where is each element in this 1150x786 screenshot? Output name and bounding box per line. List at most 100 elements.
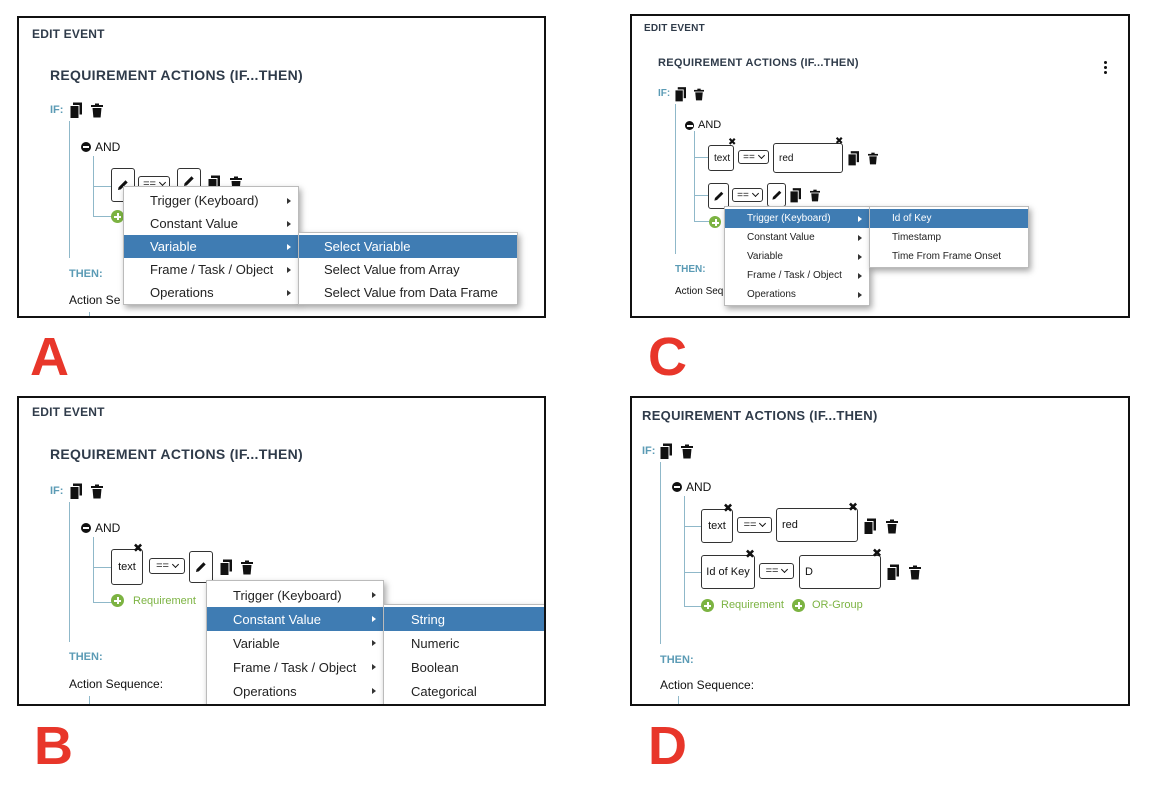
tree-line bbox=[89, 312, 90, 316]
menu-item-trigger-keyboard[interactable]: Trigger (Keyboard) bbox=[124, 189, 298, 212]
submenu-item-select-value-from-array[interactable]: Select Value from Array bbox=[324, 262, 460, 277]
trash-icon[interactable] bbox=[241, 560, 253, 575]
chevron-down-icon bbox=[158, 178, 166, 186]
variable-submenu: Select Variable Select Value from Array … bbox=[298, 232, 518, 305]
menu-item-constant-value[interactable]: Constant Value bbox=[725, 228, 869, 247]
left-operand-edit-button[interactable] bbox=[708, 183, 729, 209]
and-group-toggle[interactable]: AND bbox=[685, 119, 721, 131]
minus-circle-icon[interactable] bbox=[672, 482, 682, 492]
menu-item-operations[interactable]: Operations bbox=[124, 281, 298, 304]
submenu-item-select-variable[interactable]: Select Variable bbox=[299, 235, 517, 258]
menu-item-frame-task-object[interactable]: Frame / Task / Object bbox=[207, 655, 383, 679]
minus-circle-icon[interactable] bbox=[81, 142, 91, 152]
copy-icon[interactable] bbox=[220, 559, 232, 576]
tree-branch bbox=[684, 572, 702, 607]
left-operand-field[interactable]: Id of Key bbox=[701, 555, 755, 589]
tree-branch bbox=[694, 131, 709, 158]
add-requirement-link[interactable]: Requirement bbox=[133, 595, 196, 607]
submenu-item-id-of-key[interactable]: Id of Key bbox=[870, 209, 1028, 228]
submenu-item-numeric[interactable]: Numeric bbox=[411, 635, 460, 651]
right-operand-edit-button[interactable] bbox=[767, 183, 786, 207]
submenu-item-boolean[interactable]: Boolean bbox=[411, 659, 459, 675]
operator-select[interactable]: == bbox=[732, 188, 763, 202]
menu-item-variable[interactable]: Variable bbox=[725, 247, 869, 266]
tree-line bbox=[660, 462, 661, 644]
and-label: AND bbox=[698, 119, 722, 131]
submenu-arrow-icon bbox=[372, 664, 376, 670]
trash-icon[interactable] bbox=[91, 484, 103, 499]
operator-select[interactable]: == bbox=[149, 558, 185, 574]
tree-branch bbox=[93, 537, 112, 568]
operator-select[interactable]: == bbox=[737, 517, 772, 533]
and-group-toggle[interactable]: AND bbox=[81, 140, 120, 154]
right-operand-field[interactable]: D bbox=[799, 555, 881, 589]
right-operand-field[interactable]: red bbox=[773, 143, 843, 173]
remove-right-operand-icon[interactable]: ✖ bbox=[848, 500, 859, 514]
copy-icon[interactable] bbox=[790, 188, 801, 203]
and-group-toggle[interactable]: AND bbox=[672, 480, 711, 494]
copy-icon[interactable] bbox=[848, 151, 859, 166]
add-requirement-icon[interactable] bbox=[111, 210, 124, 223]
chevron-down-icon bbox=[759, 519, 767, 528]
more-options-icon[interactable] bbox=[1104, 61, 1107, 76]
left-operand-field[interactable]: text bbox=[708, 145, 734, 171]
add-requirement-icon[interactable] bbox=[701, 599, 714, 612]
requirement-actions-title: REQUIREMENT ACTIONS (IF...THEN) bbox=[50, 446, 304, 462]
trash-icon[interactable] bbox=[91, 103, 103, 118]
copy-icon[interactable] bbox=[864, 518, 876, 535]
add-requirement-icon[interactable] bbox=[111, 594, 124, 607]
submenu-item-time-from-frame-onset[interactable]: Time From Frame Onset bbox=[892, 251, 1002, 262]
menu-item-variable[interactable]: Variable bbox=[124, 235, 298, 258]
menu-item-constant-value[interactable]: Constant Value bbox=[124, 212, 298, 235]
trash-icon[interactable] bbox=[681, 444, 693, 459]
and-label: AND bbox=[95, 140, 121, 154]
submenu-item-string[interactable]: String bbox=[384, 607, 544, 631]
copy-icon[interactable] bbox=[675, 87, 686, 102]
submenu-item-timestamp[interactable]: Timestamp bbox=[892, 232, 942, 243]
add-requirement-link[interactable]: Requirement bbox=[721, 599, 784, 611]
remove-right-operand-icon[interactable]: ✖ bbox=[835, 136, 844, 147]
if-label: IF: bbox=[50, 104, 64, 116]
copy-icon[interactable] bbox=[70, 483, 82, 500]
then-label: THEN: bbox=[69, 651, 103, 663]
operator-select[interactable]: == bbox=[759, 563, 794, 579]
copy-icon[interactable] bbox=[660, 443, 672, 460]
panel-letter-a: A bbox=[30, 327, 69, 387]
trash-icon[interactable] bbox=[886, 519, 898, 534]
menu-item-trigger-keyboard[interactable]: Trigger (Keyboard) bbox=[725, 209, 869, 228]
and-group-toggle[interactable]: AND bbox=[81, 521, 120, 535]
operator-select[interactable]: == bbox=[738, 150, 769, 164]
copy-icon[interactable] bbox=[70, 102, 82, 119]
menu-item-trigger-keyboard[interactable]: Trigger (Keyboard) bbox=[207, 583, 383, 607]
add-requirement-icon[interactable] bbox=[709, 216, 721, 228]
right-operand-field[interactable]: red bbox=[776, 508, 858, 542]
menu-item-frame-task-object[interactable]: Frame / Task / Object bbox=[725, 266, 869, 285]
trash-icon[interactable] bbox=[694, 88, 704, 101]
and-label: AND bbox=[686, 480, 712, 494]
menu-item-frame-task-object[interactable]: Frame / Task / Object bbox=[124, 258, 298, 281]
remove-left-operand-icon[interactable]: ✖ bbox=[728, 137, 737, 148]
left-operand-field[interactable]: text bbox=[701, 509, 733, 543]
remove-left-operand-icon[interactable]: ✖ bbox=[133, 541, 144, 555]
copy-icon[interactable] bbox=[887, 564, 899, 581]
add-or-group-link[interactable]: OR-Group bbox=[812, 599, 863, 611]
add-or-group-icon[interactable] bbox=[792, 599, 805, 612]
minus-circle-icon[interactable] bbox=[81, 523, 91, 533]
remove-right-operand-icon[interactable]: ✖ bbox=[872, 546, 883, 560]
panel-letter-b: B bbox=[34, 716, 73, 776]
left-operand-field[interactable]: text bbox=[111, 549, 143, 585]
right-operand-edit-button[interactable] bbox=[189, 551, 213, 583]
trash-icon[interactable] bbox=[909, 565, 921, 580]
panel-a: EDIT EVENT REQUIREMENT ACTIONS (IF...THE… bbox=[17, 16, 546, 318]
trash-icon[interactable] bbox=[810, 189, 820, 202]
submenu-item-select-value-from-data-frame[interactable]: Select Value from Data Frame bbox=[324, 285, 498, 300]
menu-item-operations[interactable]: Operations bbox=[725, 285, 869, 304]
menu-item-operations[interactable]: Operations bbox=[207, 679, 383, 703]
trash-icon[interactable] bbox=[868, 152, 878, 165]
menu-item-constant-value[interactable]: Constant Value bbox=[207, 607, 383, 631]
menu-item-variable[interactable]: Variable bbox=[207, 631, 383, 655]
remove-left-operand-icon[interactable]: ✖ bbox=[745, 547, 756, 561]
submenu-item-categorical[interactable]: Categorical bbox=[411, 683, 477, 699]
remove-left-operand-icon[interactable]: ✖ bbox=[723, 501, 734, 515]
minus-circle-icon[interactable] bbox=[685, 120, 694, 130]
